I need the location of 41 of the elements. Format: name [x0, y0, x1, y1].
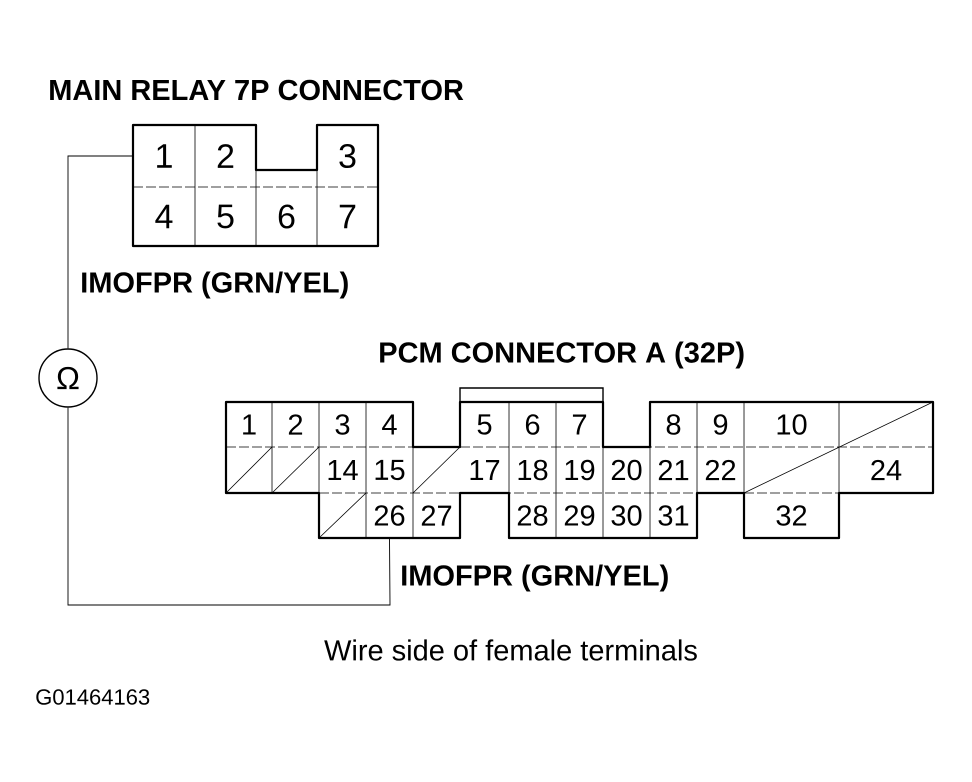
pin-number: 7	[340, 204, 356, 228]
pin-number: 8	[666, 414, 680, 435]
pin-number: 32	[776, 505, 806, 526]
wire-label: IMOFPR (GRN/YEL)	[402, 564, 668, 592]
pin-number: 4	[382, 414, 397, 434]
pin-number: 24	[871, 460, 902, 480]
caption: Wire side of female terminals	[324, 639, 697, 661]
pin-number: 22	[706, 460, 736, 480]
pin-number: 29	[564, 505, 594, 526]
pin-number: 5	[217, 204, 234, 228]
pin-number: 18	[518, 460, 548, 480]
pin-number: 31	[658, 505, 688, 526]
pin-number: 6	[278, 204, 294, 229]
pin-number: 2	[218, 144, 234, 168]
pin-number: 3	[339, 144, 356, 168]
wire-label: IMOFPR (GRN/YEL)	[82, 271, 348, 299]
connector-title: MAIN RELAY 7P CONNECTOR	[50, 80, 464, 100]
pin-number: 2	[288, 414, 302, 435]
pin-number: 17	[470, 460, 500, 480]
pin-number: 30	[611, 505, 642, 526]
figure-number: G01464163	[36, 689, 150, 705]
pin-number: 6	[526, 414, 540, 435]
wire	[68, 407, 390, 606]
pin-number: 3	[336, 414, 350, 435]
pin-number: 15	[376, 460, 404, 480]
pin-number: 27	[422, 505, 452, 526]
terminal-cell: 1	[157, 144, 172, 168]
pin-number: 20	[612, 460, 642, 480]
connector-title: PCM CONNECTOR A (32P)	[380, 342, 744, 369]
pin-number: 21	[658, 460, 688, 480]
pin-number: 28	[518, 505, 548, 526]
pin-number: 9	[714, 414, 728, 435]
pin-number: 19	[566, 460, 594, 480]
pin-number: 4	[155, 204, 172, 228]
pin-number: 1	[243, 414, 256, 434]
wire	[68, 156, 134, 349]
pin-number: 7	[572, 414, 586, 434]
pin-number: 10	[778, 414, 806, 435]
pin-number: 14	[328, 460, 358, 480]
terminal-cell: 26	[374, 505, 404, 526]
pin-number: 5	[478, 414, 492, 435]
